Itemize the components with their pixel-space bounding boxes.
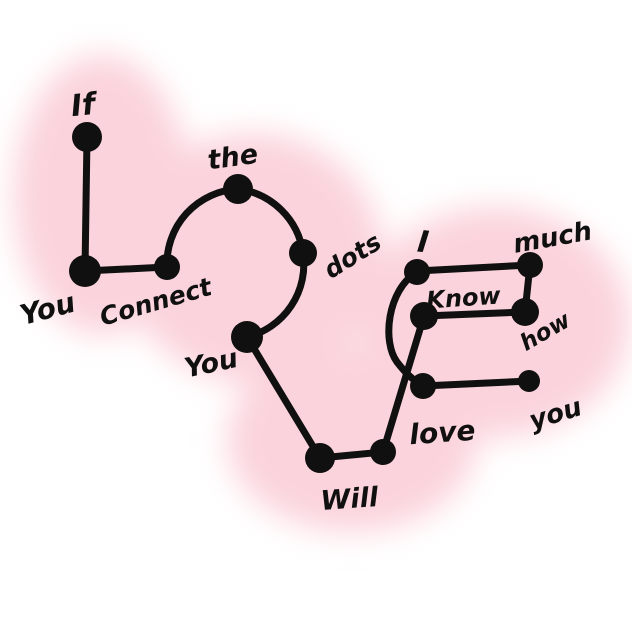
label-know: Know	[425, 281, 502, 314]
dot-much	[517, 252, 543, 278]
dot-know	[410, 302, 438, 330]
dot-you-l	[69, 255, 101, 287]
letter-o-stroke	[163, 185, 308, 341]
dot-you-o	[231, 321, 263, 353]
label-love: love	[408, 414, 476, 452]
label-will: Will	[320, 482, 380, 517]
label-i: I	[416, 225, 431, 261]
dot-will	[370, 439, 396, 465]
letter-e-spine-stroke	[385, 268, 427, 390]
dot-love	[410, 373, 436, 399]
dot-you-e	[518, 370, 540, 392]
letter-e-bottom-bar	[419, 377, 533, 390]
dots	[69, 122, 543, 473]
label-the: the	[206, 139, 260, 177]
dot-dots	[289, 239, 317, 267]
letter-e-middle-bar	[420, 308, 529, 320]
letter-e-top-bar	[413, 261, 534, 275]
dot-i	[404, 259, 430, 285]
glow-blob-letter-o	[123, 133, 383, 383]
dot-if	[72, 122, 102, 152]
dot-v-bottom	[305, 443, 335, 473]
letter-v-stroke	[243, 312, 428, 462]
dot-connect	[154, 254, 180, 280]
dot-the	[223, 174, 253, 204]
dot-how	[511, 298, 539, 326]
